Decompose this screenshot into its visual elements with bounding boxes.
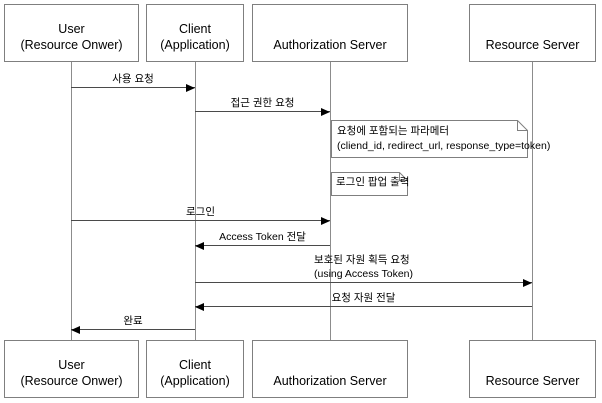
actor-sublabel: (Resource Onwer) bbox=[20, 38, 123, 52]
actor-resource-server-bottom: Resource Server bbox=[469, 340, 596, 398]
actor-label: Client bbox=[179, 358, 211, 372]
actor-label: Authorization Server bbox=[273, 374, 387, 388]
actor-resource-server-top: Resource Server bbox=[469, 4, 596, 62]
actor-authorization-server-top: Authorization Server bbox=[252, 4, 408, 62]
actor-label: Resource Server bbox=[485, 38, 580, 52]
message-label: 요청 자원 전달 bbox=[331, 292, 396, 304]
actor-sublabel: (Application) bbox=[160, 374, 230, 388]
message-label-line1: 보호된 자원 획득 요청 bbox=[313, 254, 410, 266]
lifeline-user bbox=[71, 62, 72, 340]
lifeline-authorization-server bbox=[330, 62, 331, 340]
arrowhead-right-icon bbox=[321, 108, 330, 116]
arrowhead-left-icon bbox=[71, 326, 80, 334]
message-line bbox=[71, 220, 330, 221]
actor-user-top: User (Resource Onwer) bbox=[4, 4, 139, 62]
message-usage-request: 사용 요청 bbox=[71, 70, 195, 92]
actor-authorization-server-bottom: Authorization Server bbox=[252, 340, 408, 398]
message-line bbox=[195, 306, 532, 307]
message-resource-delivery: 요청 자원 전달 bbox=[195, 289, 532, 311]
note-frame-icon bbox=[331, 172, 408, 196]
actor-label: User bbox=[58, 358, 85, 372]
message-login: 로그인 bbox=[71, 203, 330, 225]
actor-client-top: Client (Application) bbox=[146, 4, 244, 62]
message-label: 접근 권한 요청 bbox=[230, 97, 295, 109]
note-text: 로그인 팝업 출력 bbox=[336, 175, 409, 190]
actor-label: Resource Server bbox=[485, 374, 580, 388]
message-protected-resource-request: 보호된 자원 획득 요청 (using Access Token) bbox=[195, 250, 532, 287]
arrowhead-left-icon bbox=[195, 303, 204, 311]
arrowhead-right-icon bbox=[186, 84, 195, 92]
arrowhead-right-icon bbox=[321, 217, 330, 225]
message-label: 사용 요청 bbox=[112, 73, 154, 85]
actor-sublabel: (Resource Onwer) bbox=[20, 374, 123, 388]
note-request-parameters: 요청에 포함되는 파라메터 (cliend_id, redirect_url, … bbox=[331, 120, 550, 158]
actor-label: User bbox=[58, 22, 85, 36]
message-line bbox=[195, 282, 532, 283]
actor-user-bottom: User (Resource Onwer) bbox=[4, 340, 139, 398]
message-line bbox=[71, 87, 195, 88]
actor-sublabel: (Application) bbox=[160, 38, 230, 52]
note-line: 로그인 팝업 출력 bbox=[336, 176, 410, 188]
message-label-line2: (using Access Token) bbox=[313, 268, 414, 280]
note-frame-icon bbox=[331, 120, 528, 158]
message-complete: 완료 bbox=[71, 312, 195, 334]
note-login-popup: 로그인 팝업 출력 bbox=[331, 172, 409, 196]
actor-label: Client bbox=[179, 22, 211, 36]
actor-client-bottom: Client (Application) bbox=[146, 340, 244, 398]
message-label: 로그인 bbox=[186, 206, 215, 218]
message-label: 완료 bbox=[123, 315, 143, 327]
message-line bbox=[71, 329, 195, 330]
lifeline-resource-server bbox=[532, 62, 533, 340]
actor-label: Authorization Server bbox=[273, 38, 387, 52]
lifeline-client bbox=[195, 62, 196, 340]
message-label: Access Token 전달 bbox=[219, 231, 306, 243]
message-label: 보호된 자원 획득 요청 (using Access Token) bbox=[195, 253, 532, 281]
arrowhead-right-icon bbox=[523, 279, 532, 287]
message-access-token-delivery: Access Token 전달 bbox=[195, 228, 330, 250]
note-line: 요청에 포함되는 파라메터 bbox=[337, 125, 450, 137]
note-line: (cliend_id, redirect_url, response_type=… bbox=[337, 140, 551, 152]
message-access-permission-request: 접근 권한 요청 bbox=[195, 94, 330, 116]
message-line bbox=[195, 245, 330, 246]
note-text: 요청에 포함되는 파라메터 (cliend_id, redirect_url, … bbox=[337, 124, 550, 154]
arrowhead-left-icon bbox=[195, 242, 204, 250]
message-line bbox=[195, 111, 330, 112]
